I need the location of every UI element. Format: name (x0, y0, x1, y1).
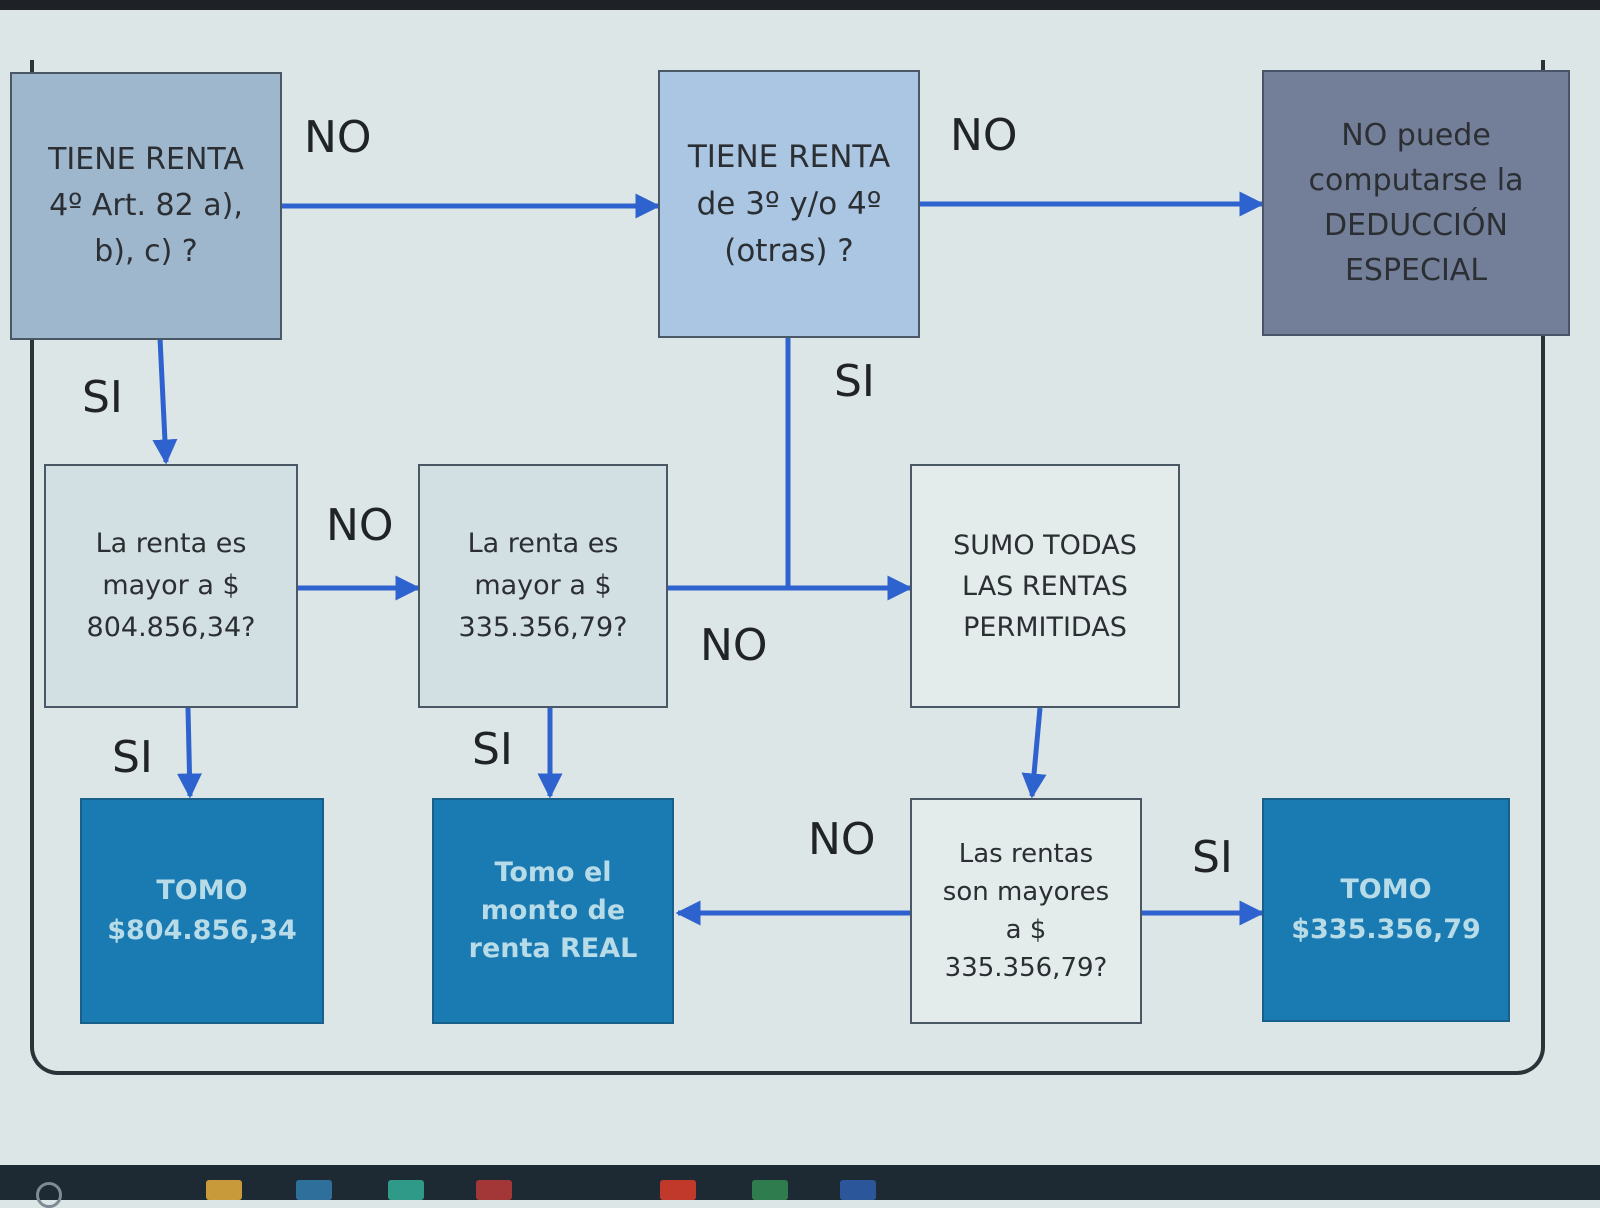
folder-icon[interactable] (206, 1180, 242, 1200)
box-renta-mayor-804: La renta es mayor a $ 804.856,34? (44, 464, 298, 708)
app-icon[interactable] (660, 1180, 696, 1200)
label-no-rentas-to-tomo-real: NO (808, 814, 876, 865)
box-tomo-335: TOMO $335.356,79 (1262, 798, 1510, 1022)
label-no-q1-to-q2: NO (304, 112, 372, 163)
box-tomo-804: TOMO $804.856,34 (80, 798, 324, 1024)
label-si-mayor-804-to-tomo-804: SI (112, 732, 153, 783)
box-tiene-renta-4-art82: TIENE RENTA 4º Art. 82 a), b), c) ? (10, 72, 282, 340)
app-icon[interactable] (388, 1180, 424, 1200)
box-renta-mayor-335: La renta es mayor a $ 335.356,79? (418, 464, 668, 708)
label-si-q1-to-mayor-804: SI (82, 372, 123, 423)
label-si-mayor-335-to-tomo-real: SI (472, 724, 513, 775)
arrow-mayor-804-to-tomo-804 (176, 707, 202, 799)
box-rentas-mayores-335: Las rentas son mayores a $ 335.356,79? (910, 798, 1142, 1024)
app-icon[interactable] (752, 1180, 788, 1200)
label-si-rentas-to-tomo-335: SI (1192, 832, 1233, 883)
app-icon[interactable] (840, 1180, 876, 1200)
box-tiene-renta-3-4-otras: TIENE RENTA de 3º y/o 4º (otras) ? (658, 70, 920, 338)
label-si-q2-to-sumo: SI (834, 356, 875, 407)
arrow-q1-to-mayor-804 (152, 337, 178, 465)
arrow-sumo-to-rentas-mayores (1021, 707, 1047, 799)
search-icon[interactable] (36, 1182, 62, 1208)
app-icon[interactable] (476, 1180, 512, 1200)
taskbar (0, 1165, 1600, 1200)
box-no-deduccion-especial: NO puede computarse la DEDUCCIÓN ESPECIA… (1262, 70, 1570, 336)
screen-bezel (0, 0, 1600, 10)
label-no-mayor-804-to-mayor-335: NO (326, 500, 394, 551)
diagram-frame (30, 60, 1545, 1075)
box-sumo-todas-las-rentas: SUMO TODAS LAS RENTAS PERMITIDAS (910, 464, 1180, 708)
label-no-q2-to-no-deduccion: NO (950, 110, 1018, 161)
app-icon[interactable] (296, 1180, 332, 1200)
label-no-mayor-335-to-sumo: NO (700, 620, 768, 671)
box-tomo-monto-renta-real: Tomo el monto de renta REAL (432, 798, 674, 1024)
